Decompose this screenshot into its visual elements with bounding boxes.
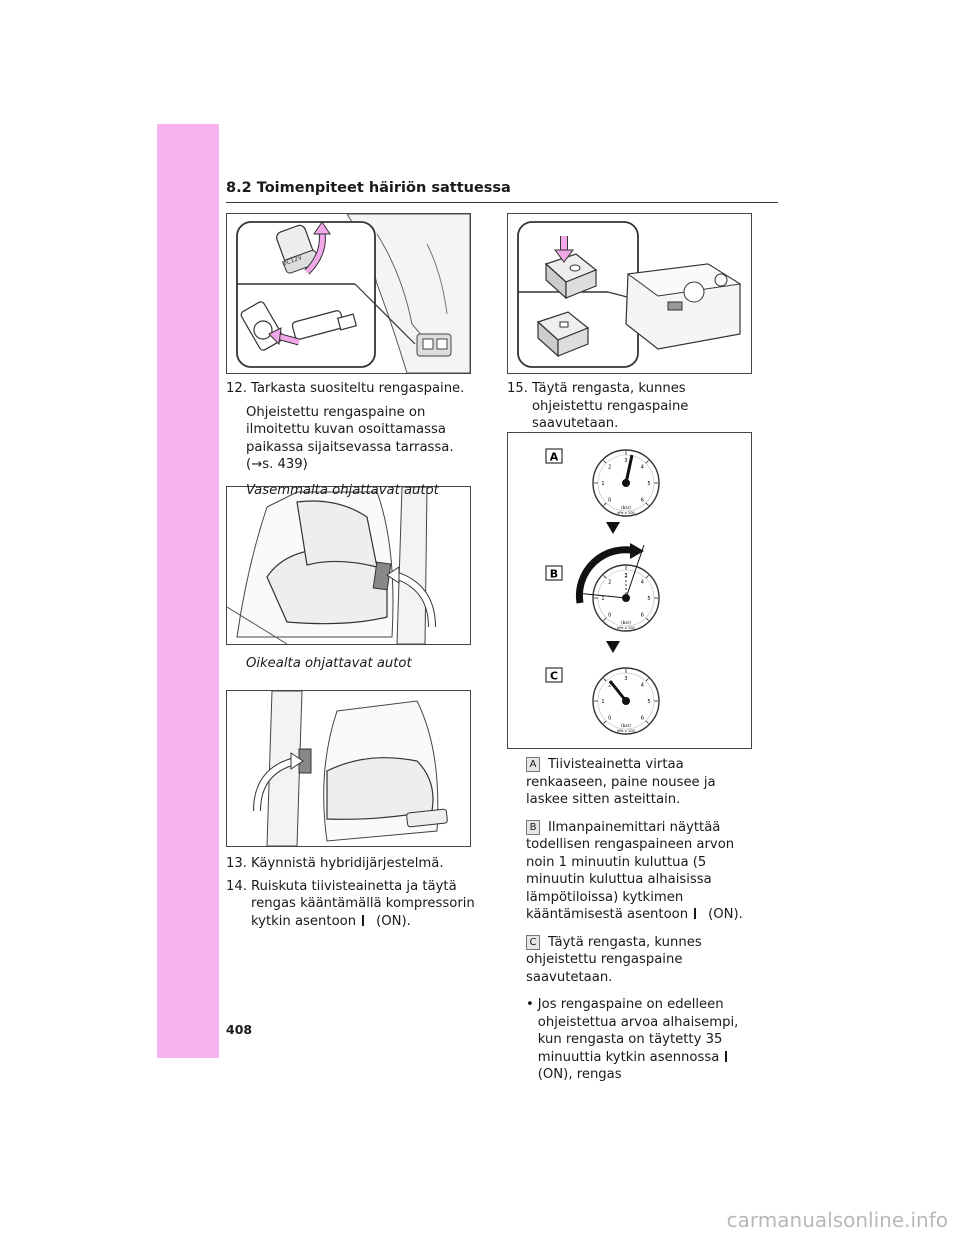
- gauge-tick: [603, 617, 607, 621]
- gauge-scale-label: 4: [641, 580, 644, 586]
- page-header: 8.2 Toimenpiteet häiriön sattuessa: [226, 180, 778, 203]
- gauge-tick: [603, 502, 607, 506]
- gauge-tick: [603, 678, 607, 682]
- step-text: Tarkasta suositeltu rengaspaine.: [250, 381, 465, 396]
- step-15-block: 15. Täytä rengasta, kunnes ohjeistettu r…: [507, 380, 757, 433]
- note-letter-b: B: [526, 819, 540, 835]
- lhd-label: Vasemmalta ohjattavat autot: [246, 482, 439, 498]
- step-14: 14. Ruiskuta tiivisteainetta ja täytä re…: [226, 878, 476, 931]
- step-text-suffix: (ON).: [376, 913, 411, 929]
- gauge-b: (bar) kPa x 100: [575, 543, 660, 632]
- watermark: carmanualsonline.info: [726, 1208, 948, 1232]
- note-c-text: Täytä rengasta, kunnes ohjeistettu renga…: [526, 934, 702, 985]
- gauge-scale-label: 6: [641, 497, 644, 503]
- gauge-scale-label: 3: [624, 676, 627, 682]
- gauge-tick: [645, 617, 649, 621]
- note-letter-a: A: [526, 757, 540, 772]
- step-text: Täytä rengasta, kunnes ohjeistettu renga…: [531, 381, 689, 431]
- gauge-tick: [645, 575, 649, 579]
- gauge-b-unit-kpa: kPa x 100: [617, 626, 635, 630]
- gauge-scale-label: 3: [624, 458, 627, 464]
- switch-on-symbol-icon: [694, 908, 697, 919]
- gauge-scale-label: 1: [601, 596, 604, 602]
- gauge-tick: [603, 575, 607, 579]
- page-number: 408: [226, 1022, 253, 1037]
- step-number: 13.: [226, 856, 247, 871]
- note-a-text: Tiivisteainetta virtaa renkaaseen, paine…: [526, 757, 716, 807]
- gauge-scale-label: 5: [647, 596, 650, 602]
- bullet-text: Jos rengaspaine on edelleen ohjeistettua…: [537, 997, 739, 1065]
- arrow-down-icon: [606, 522, 620, 534]
- arrow-down-icon: [606, 641, 620, 653]
- gauge-c-unit-kpa: kPa x 100: [617, 729, 635, 733]
- rhd-door-illustration: [253, 691, 448, 846]
- bullet-suffix: (ON), rengas: [537, 1067, 622, 1082]
- step-12-block: 12. Tarkasta suositeltu rengaspaine. Ohj…: [226, 380, 476, 499]
- gauge-c-unit-bar: (bar): [621, 723, 631, 728]
- gauge-label-b: B: [550, 568, 558, 581]
- figure-power-socket: DC12V: [226, 213, 471, 374]
- step-15: 15. Täytä rengasta, kunnes ohjeistettu r…: [507, 380, 757, 433]
- gauge-scale-label: 4: [641, 683, 644, 689]
- figure-pressure-gauges: A B C (bar) kPa x 100 (bar) kPa x 100: [507, 432, 752, 749]
- gauge-scale-label: 0: [608, 497, 611, 503]
- note-b-suffix: (ON).: [708, 907, 743, 922]
- step-text: Ruiskuta tiivisteainetta ja täytä rengas…: [250, 878, 475, 929]
- bullet-mark: •: [526, 997, 534, 1012]
- gauge-scale-label: 4: [641, 465, 644, 471]
- gauge-scale-label: 6: [641, 612, 644, 618]
- gauge-scale-label: 0: [608, 612, 611, 618]
- step-number: 14.: [226, 878, 247, 894]
- gauge-scale-label: 5: [647, 699, 650, 705]
- gauge-tick: [603, 720, 607, 724]
- gauge-tick: [645, 678, 649, 682]
- note-letter-c: C: [526, 934, 540, 950]
- gauge-scale-label: 5: [647, 481, 650, 487]
- figure-compressor-switch: [507, 213, 752, 374]
- gauge-label-c: C: [550, 670, 558, 683]
- step-number: 12.: [226, 381, 247, 396]
- gauge-scale-label: 6: [641, 715, 644, 721]
- step-12: 12. Tarkasta suositeltu rengaspaine.: [226, 380, 476, 398]
- figure-rhd-tire-label: [226, 690, 471, 847]
- gauge-scale-label: 0: [608, 715, 611, 721]
- gauge-a-unit-bar: (bar): [621, 505, 631, 510]
- switch-on-symbol-icon: [362, 914, 365, 926]
- gauge-label-a: A: [550, 451, 559, 464]
- gauge-scale-label: 1: [601, 699, 604, 705]
- gauge-b-unit-bar: (bar): [621, 620, 631, 625]
- gauge-c: (bar) kPa x 100: [592, 667, 660, 735]
- gauge-sequence-illustration: A B C (bar) kPa x 100 (bar) kPa x 100: [545, 448, 660, 735]
- gauge-scale-label: 1: [601, 481, 604, 487]
- gauge-tick: [645, 720, 649, 724]
- bullet-item: • Jos rengaspaine on edelleen ohjeistett…: [526, 996, 758, 1084]
- step-13: 13. Käynnistä hybridijärjestelmä.: [226, 855, 476, 873]
- rhd-label: Oikealta ohjattavat autot: [246, 656, 412, 671]
- power-socket-illustration: DC12V: [236, 214, 470, 373]
- gauge-scale-label: 2: [608, 683, 611, 689]
- gauge-a-unit-kpa: kPa x 100: [617, 511, 635, 515]
- gauge-tick: [645, 502, 649, 506]
- figure-lhd-tire-label: [226, 486, 471, 645]
- switch-on-symbol-icon: [725, 1050, 728, 1062]
- gauge-tick: [603, 460, 607, 464]
- gauge-tick: [645, 460, 649, 464]
- step-number: 15.: [507, 381, 528, 396]
- step-text: Käynnistä hybridijärjestelmä.: [250, 856, 444, 871]
- gauge-scale-label: 2: [608, 465, 611, 471]
- gauge-scale-label: 3: [624, 573, 627, 579]
- chapter-sidebar-tab: [157, 124, 219, 1058]
- steps-13-14-block: 13. Käynnistä hybridijärjestelmä. 14. Ru…: [226, 855, 476, 930]
- compressor-switch-illustration: [517, 221, 742, 368]
- lhd-door-illustration: [227, 487, 436, 644]
- note-b-text: Ilmanpainemittari näyttää todellisen ren…: [526, 819, 735, 923]
- step-12-detail: Ohjeistettu rengaspaine on ilmoitettu ku…: [246, 404, 454, 473]
- gauge-scale-label: 2: [608, 580, 611, 586]
